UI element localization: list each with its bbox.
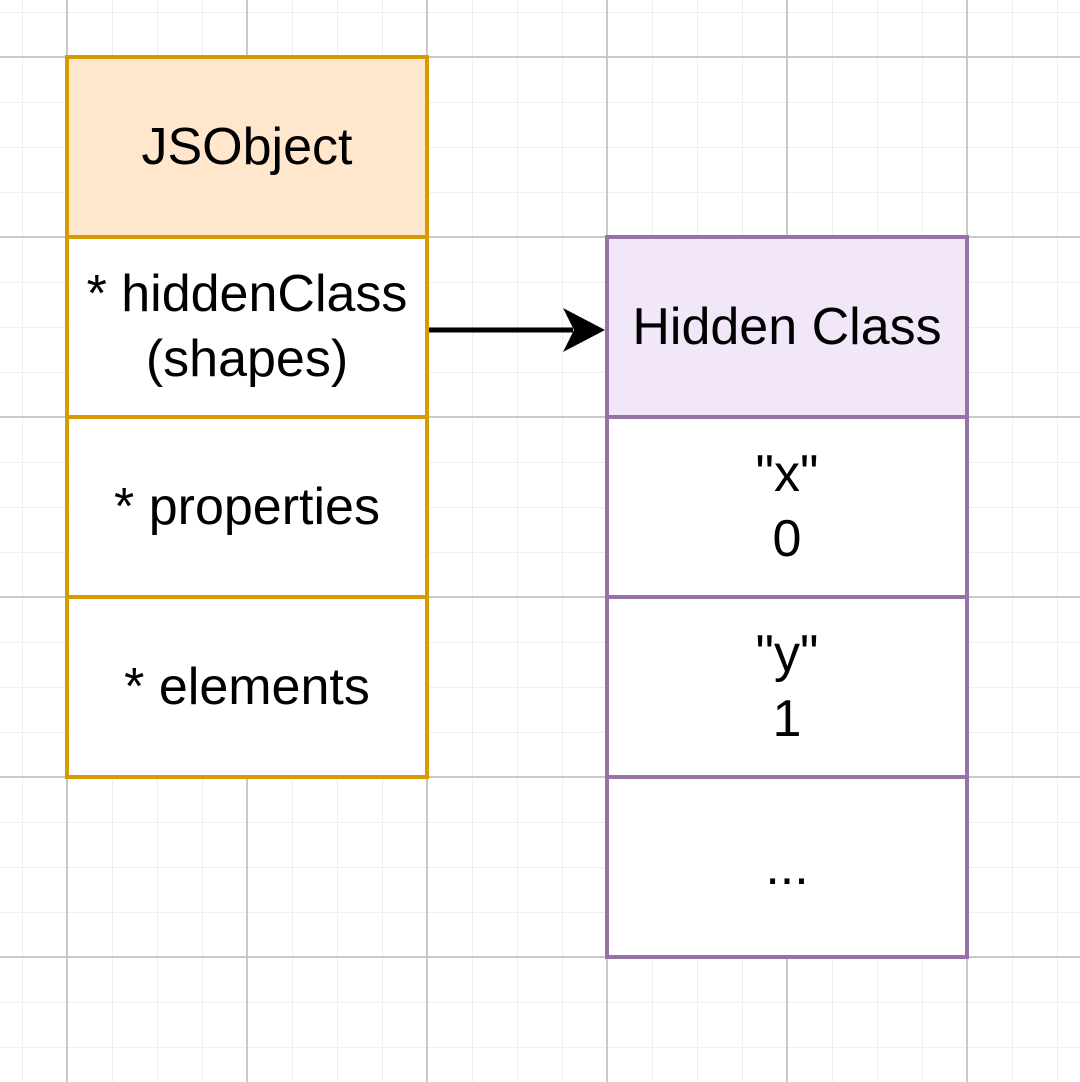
hidden-class-row-ellipsis[interactable]: ... bbox=[609, 775, 965, 955]
hidden-class-table[interactable]: Hidden Class "x" 0 "y" 1 ... bbox=[605, 235, 969, 959]
property-y-name: "y" bbox=[755, 625, 819, 683]
ellipsis-label: ... bbox=[765, 837, 809, 896]
hidden-class-row-x[interactable]: "x" 0 bbox=[609, 415, 965, 595]
property-y-offset: 1 bbox=[772, 690, 802, 748]
properties-label: * properties bbox=[114, 477, 380, 536]
hidden-class-header[interactable]: Hidden Class bbox=[609, 239, 965, 415]
hidden-class-title: Hidden Class bbox=[632, 297, 942, 356]
arrow-head-icon bbox=[563, 308, 605, 352]
hiddenclass-label-line2: (shapes) bbox=[145, 330, 349, 388]
elements-label: * elements bbox=[124, 657, 370, 716]
hiddenclass-label-line1: * hiddenClass bbox=[86, 265, 408, 323]
jsobject-title: JSObject bbox=[141, 117, 353, 176]
hidden-class-row-y[interactable]: "y" 1 bbox=[609, 595, 965, 775]
jsobject-row-properties[interactable]: * properties bbox=[69, 415, 425, 595]
jsobject-table[interactable]: JSObject * hiddenClass (shapes) * proper… bbox=[65, 55, 429, 779]
jsobject-row-elements[interactable]: * elements bbox=[69, 595, 425, 775]
property-x-offset: 0 bbox=[772, 510, 802, 568]
hiddenclass-to-hiddenclass-arrow[interactable] bbox=[429, 300, 605, 360]
jsobject-header[interactable]: JSObject bbox=[69, 59, 425, 235]
property-x-name: "x" bbox=[755, 445, 819, 503]
jsobject-row-hiddenclass[interactable]: * hiddenClass (shapes) bbox=[69, 235, 425, 415]
